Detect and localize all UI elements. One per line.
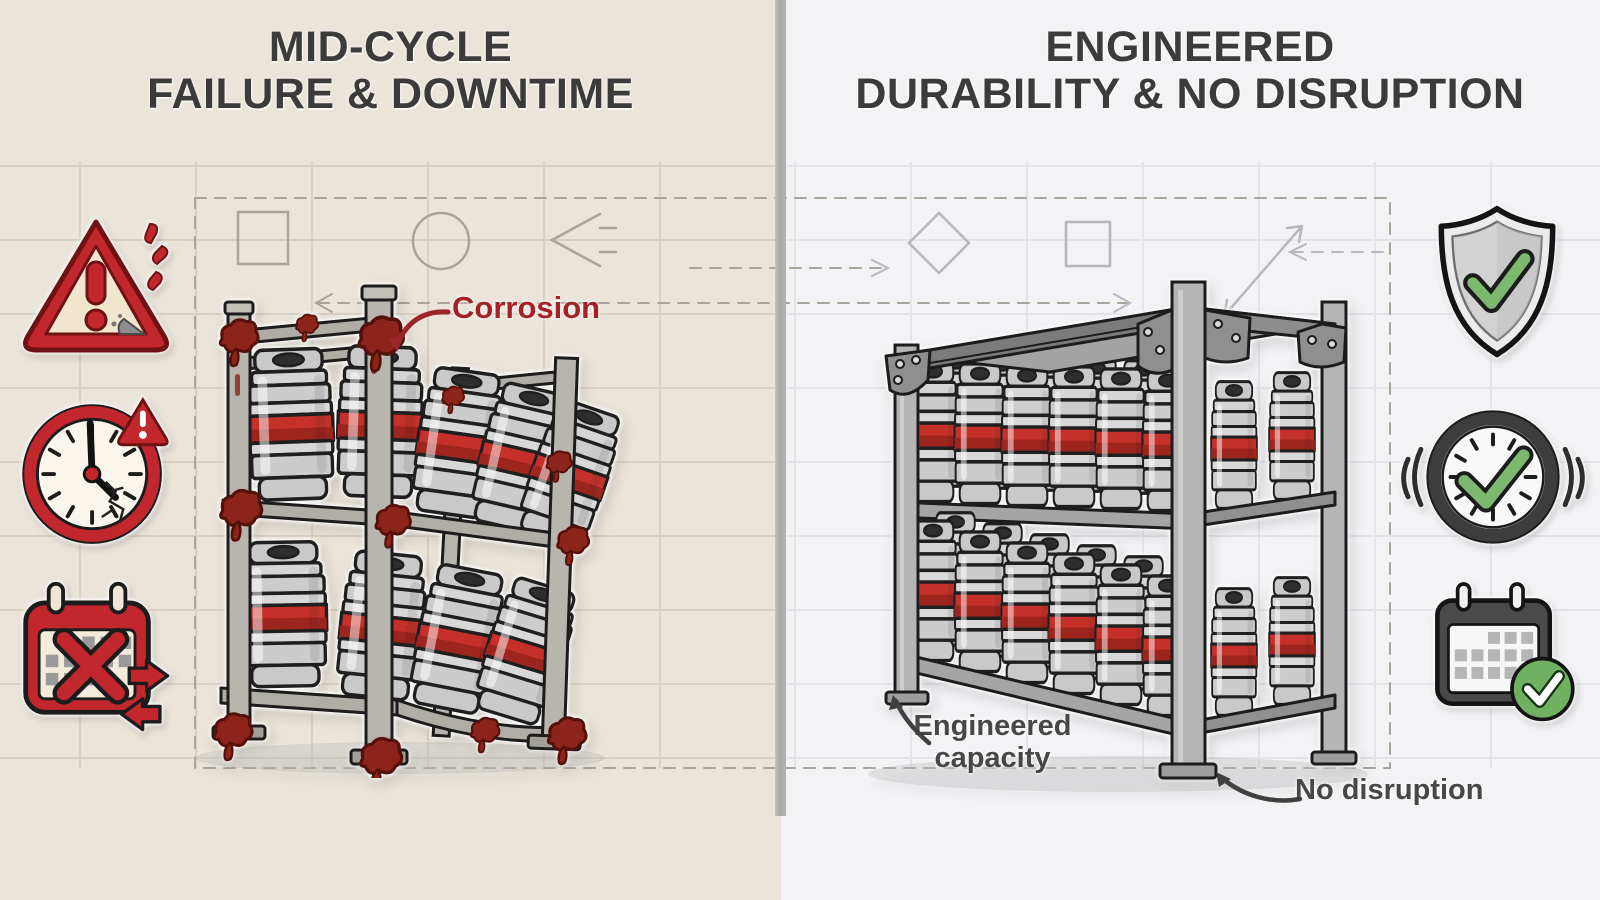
blueprint-left-arrow — [549, 212, 618, 268]
corrosion-arrow — [394, 309, 451, 349]
no-disruption-arrow — [1219, 775, 1303, 803]
shield-check-icon — [1432, 202, 1562, 362]
failure-title-line2: FAILURE & DOWNTIME — [147, 70, 634, 119]
gusset-plates — [884, 308, 1348, 396]
clock-check-icon — [1398, 398, 1588, 556]
dashed-outline-rect — [194, 197, 1391, 769]
durability-title-line2: DURABILITY & NO DISRUPTION — [855, 70, 1525, 119]
failure-title-line1: MID-CYCLE — [268, 23, 513, 71]
corroded-rack-illustration — [195, 284, 630, 778]
durability-title-line1: ENGINEERED — [1045, 23, 1335, 71]
calendar-check-icon — [1430, 580, 1582, 728]
blueprint-diamond — [907, 211, 971, 275]
engineered-rack-illustration — [868, 280, 1368, 792]
warning-triangle-icon — [16, 212, 169, 364]
engineered-capacity-callout: Engineered capacity — [913, 710, 1072, 775]
cracked-clock-icon — [12, 392, 170, 550]
missed-schedule-calendar-icon — [16, 578, 174, 732]
failure-title: MID-CYCLE FAILURE & DOWNTIME — [0, 23, 781, 119]
no-disruption-callout: No disruption — [1295, 774, 1484, 806]
panel-divider — [775, 0, 786, 816]
dashed-right-arrowhead — [1113, 293, 1133, 313]
blueprint-square-left — [236, 210, 290, 266]
dashed-left-arrowhead — [313, 293, 333, 313]
corrosion-callout: Corrosion — [452, 290, 601, 325]
blueprint-square-right — [1064, 220, 1112, 268]
blueprint-circle — [411, 211, 471, 271]
durability-title: ENGINEERED DURABILITY & NO DISRUPTION — [790, 23, 1590, 119]
